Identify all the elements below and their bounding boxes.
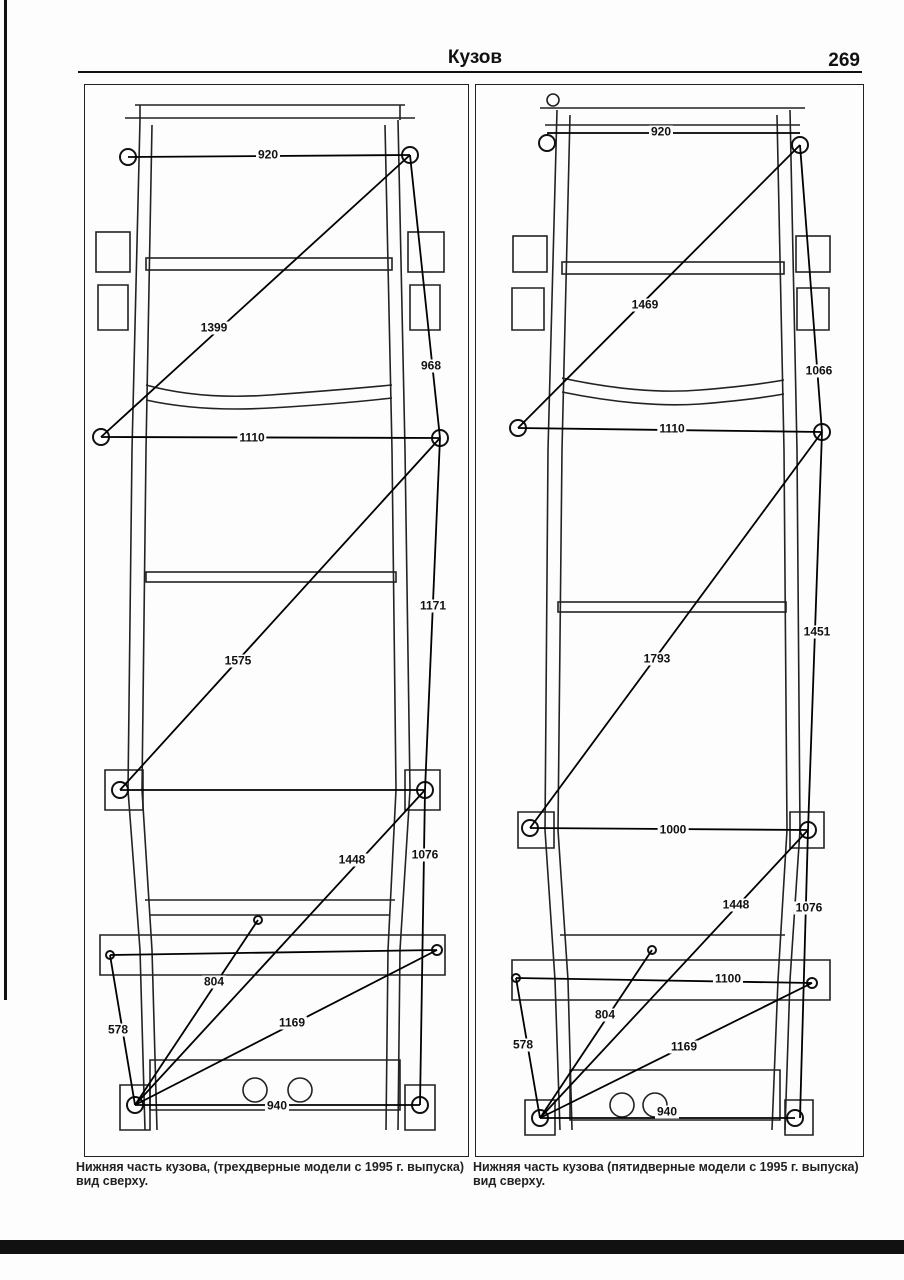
dim-label: 1169 (276, 1015, 308, 1030)
dim-label: 1000 (657, 822, 689, 837)
dim-label: 578 (105, 1022, 131, 1037)
left-figure-caption: Нижняя часть кузова, (трехдверные модели… (76, 1160, 464, 1188)
dim-label: 1169 (668, 1039, 700, 1054)
dim-label: 804 (592, 1007, 618, 1022)
dim-label: 1076 (793, 900, 825, 915)
dim-label: 968 (418, 358, 444, 373)
right-figure-frame (475, 84, 864, 1157)
dim-label: 1171 (417, 598, 449, 613)
dim-label: 804 (201, 974, 227, 989)
page-title: Кузов (447, 47, 503, 68)
scan-edge-left (4, 0, 7, 1000)
dim-label: 920 (255, 147, 281, 162)
dim-label: 1110 (237, 430, 267, 445)
dim-label: 1399 (198, 320, 230, 335)
left-figure-frame (84, 84, 469, 1157)
right-figure-caption: Нижняя часть кузова (пятидверные модели … (473, 1160, 859, 1188)
dim-label: 940 (264, 1098, 290, 1113)
dim-label: 1575 (222, 653, 254, 668)
dim-label: 1076 (409, 847, 441, 862)
dim-label: 578 (510, 1037, 536, 1052)
header-rule (78, 71, 862, 73)
dim-label: 920 (648, 124, 674, 139)
dim-label: 1451 (801, 624, 833, 639)
dim-label: 940 (654, 1104, 680, 1119)
dim-label: 1793 (641, 651, 673, 666)
dim-label: 1100 (712, 971, 744, 986)
left-chassis-drawing (95, 104, 446, 1131)
dim-label: 1448 (336, 852, 368, 867)
page-number: 269 (828, 50, 860, 71)
right-dimension-lines (515, 132, 823, 1119)
dim-label: 1448 (720, 897, 752, 912)
scan-edge-bottom (0, 1240, 904, 1254)
dim-label: 1110 (657, 421, 687, 436)
dim-label: 1469 (629, 297, 661, 312)
dim-label: 1066 (803, 363, 835, 378)
